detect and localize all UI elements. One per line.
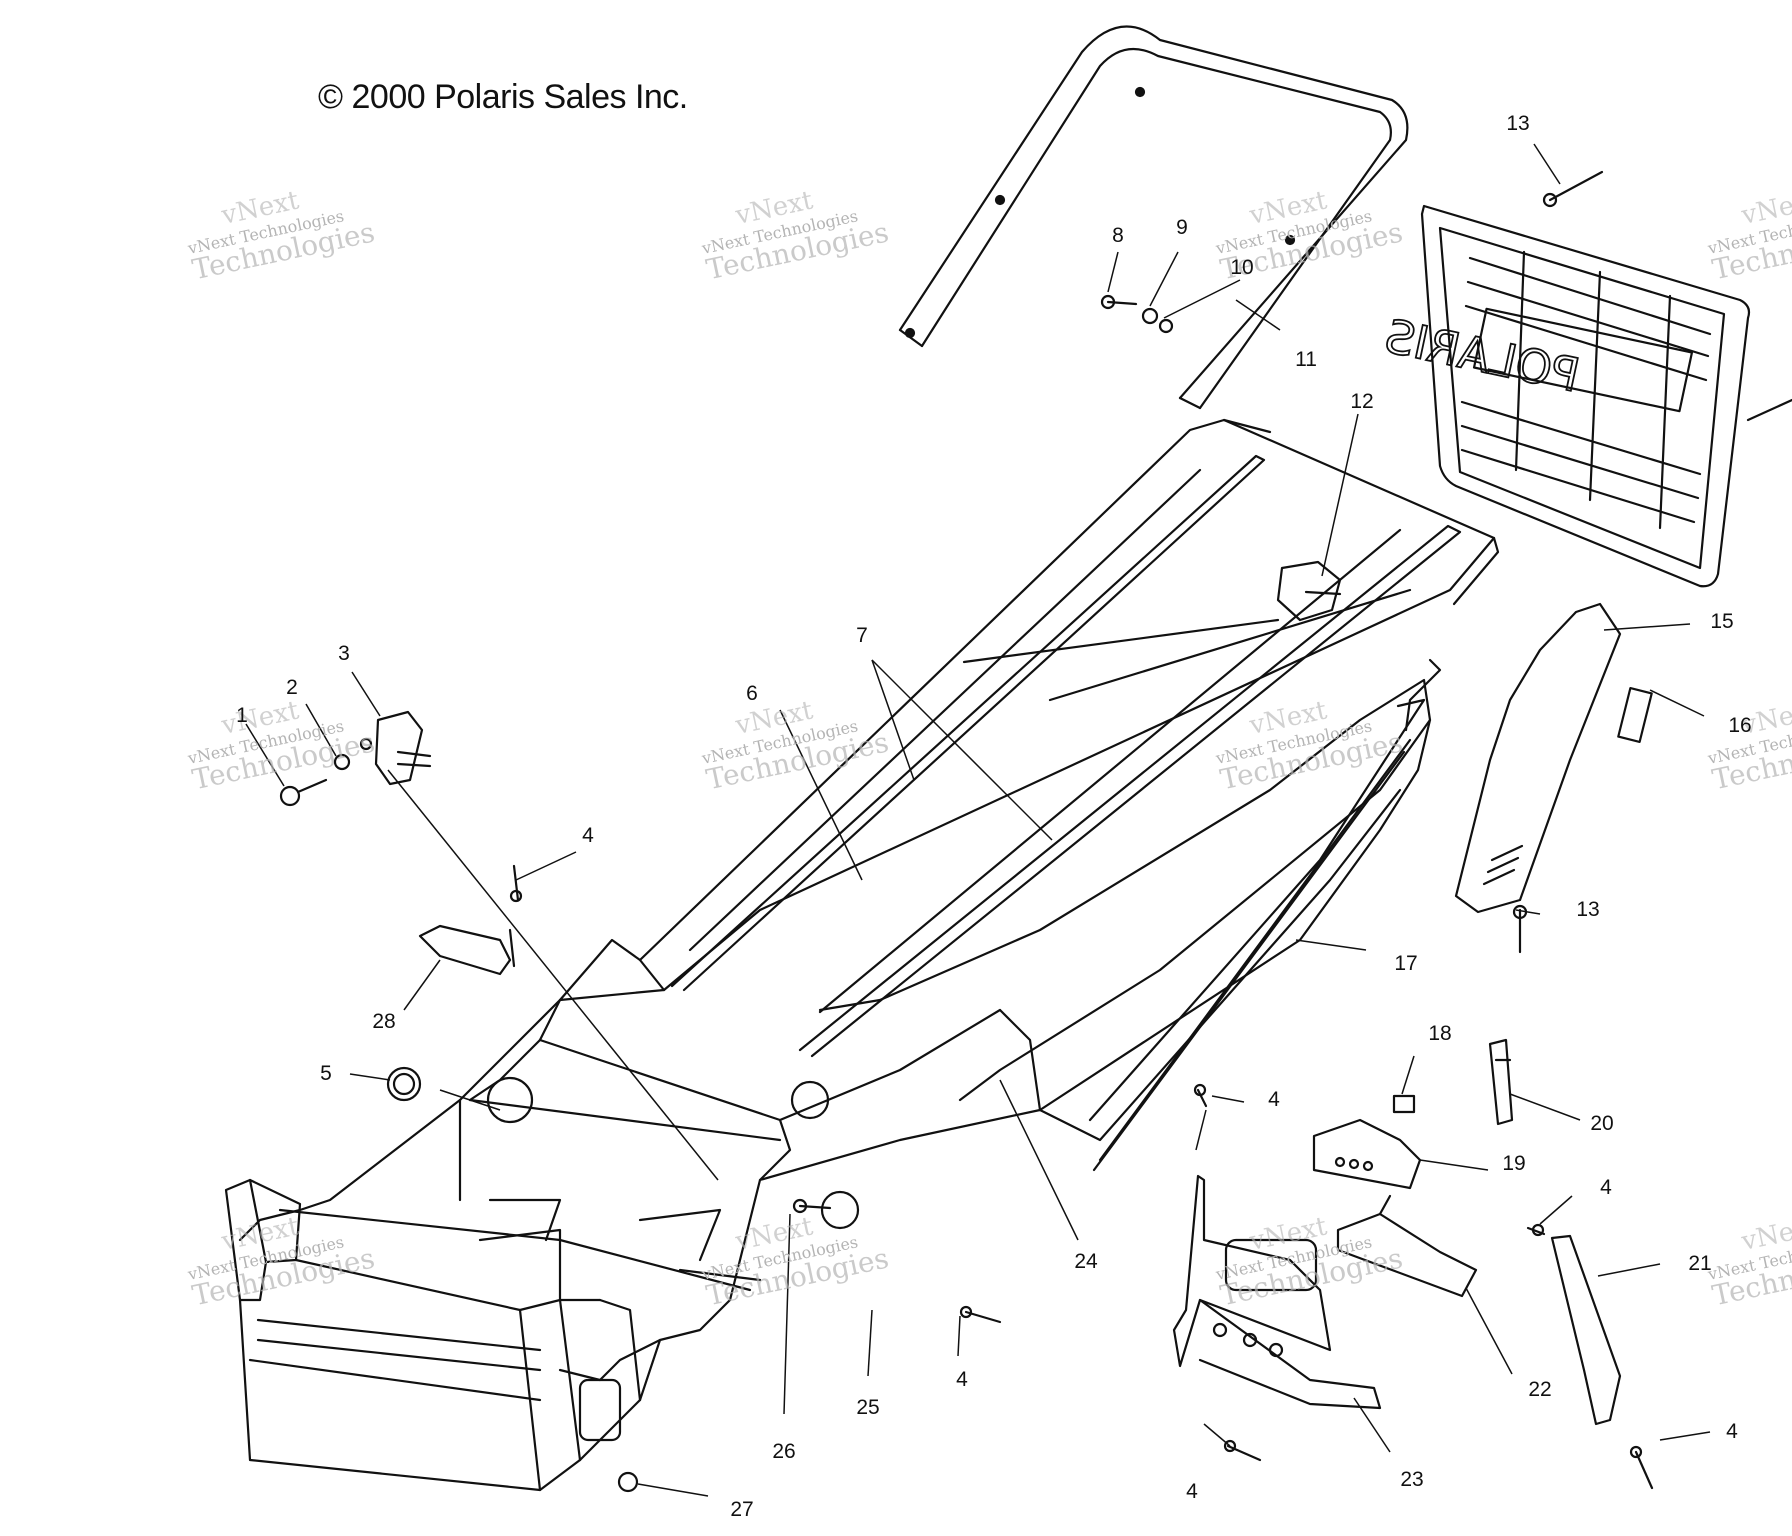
callout-9: 9	[1176, 216, 1188, 239]
side-rail	[818, 658, 1442, 1172]
callout-4: 4	[1726, 1420, 1738, 1443]
callout-8: 8	[1112, 224, 1124, 247]
callout-12: 12	[1350, 390, 1374, 413]
snow-flap	[1420, 204, 1792, 588]
part-16-reflector	[1617, 686, 1653, 744]
part-22-bracket	[1336, 1194, 1478, 1298]
callout-16: 16	[1728, 714, 1752, 737]
part-21-plate	[1550, 1234, 1622, 1426]
copyright-notice: © 2000 Polaris Sales Inc.	[318, 78, 688, 116]
callout-13: 13	[1506, 112, 1530, 135]
grab-bar	[898, 25, 1409, 410]
part-3-bracket	[359, 710, 432, 786]
leader-lines	[245, 143, 1711, 1497]
callout-4: 4	[582, 824, 594, 847]
callout-5: 5	[320, 1062, 332, 1085]
callout-18: 18	[1428, 1022, 1452, 1045]
callout-11: 11	[1295, 348, 1317, 371]
callout-3: 3	[338, 642, 350, 665]
callout-26: 26	[772, 1440, 796, 1463]
callout-1: 1	[236, 704, 248, 727]
callout-22: 22	[1528, 1378, 1552, 1401]
front-frame	[224, 1178, 762, 1492]
callout-7: 7	[856, 624, 868, 647]
part-5-grommet	[386, 1066, 422, 1102]
part-9-washer	[1141, 307, 1159, 325]
part-28-bumper	[418, 924, 516, 976]
callout-24: 24	[1074, 1250, 1098, 1273]
part-10-nut	[1158, 318, 1174, 334]
part-18-pad	[1392, 1094, 1416, 1114]
callout-2: 2	[286, 676, 298, 699]
part-26-pin	[792, 1198, 832, 1214]
callout-17: 17	[1394, 952, 1418, 975]
callout-20: 20	[1590, 1112, 1614, 1135]
part-2-nut	[333, 753, 351, 771]
callout-4: 4	[1600, 1176, 1612, 1199]
callout-6: 6	[746, 682, 758, 705]
callout-27: 27	[730, 1498, 754, 1521]
callout-21: 21	[1688, 1252, 1712, 1275]
part-15-step	[1454, 602, 1622, 914]
part-27-plug	[617, 1471, 639, 1493]
callout-4: 4	[956, 1368, 968, 1391]
callout-4: 4	[1186, 1480, 1198, 1503]
part-19-bracket	[1312, 1118, 1422, 1190]
callout-19: 19	[1502, 1152, 1526, 1175]
callout-4: 4	[1268, 1088, 1280, 1111]
part-20-strap	[1488, 1038, 1514, 1126]
callout-23: 23	[1400, 1468, 1424, 1491]
callout-25: 25	[856, 1396, 880, 1419]
part-13-rivet-lower	[1512, 904, 1528, 954]
part-1-bolt	[279, 778, 328, 807]
callout-28: 28	[372, 1010, 396, 1033]
part-4-bolts	[509, 864, 1654, 1490]
part-8-bolt	[1100, 294, 1138, 310]
front-bulkhead	[238, 998, 1042, 1382]
part-13-rivet-top	[1542, 170, 1604, 208]
callout-10: 10	[1230, 256, 1254, 279]
part-23-guard	[1172, 1174, 1382, 1410]
callout-13: 13	[1576, 898, 1600, 921]
part-12-mount	[1276, 560, 1342, 622]
tunnel	[538, 418, 1500, 1058]
callout-15: 15	[1710, 610, 1734, 633]
